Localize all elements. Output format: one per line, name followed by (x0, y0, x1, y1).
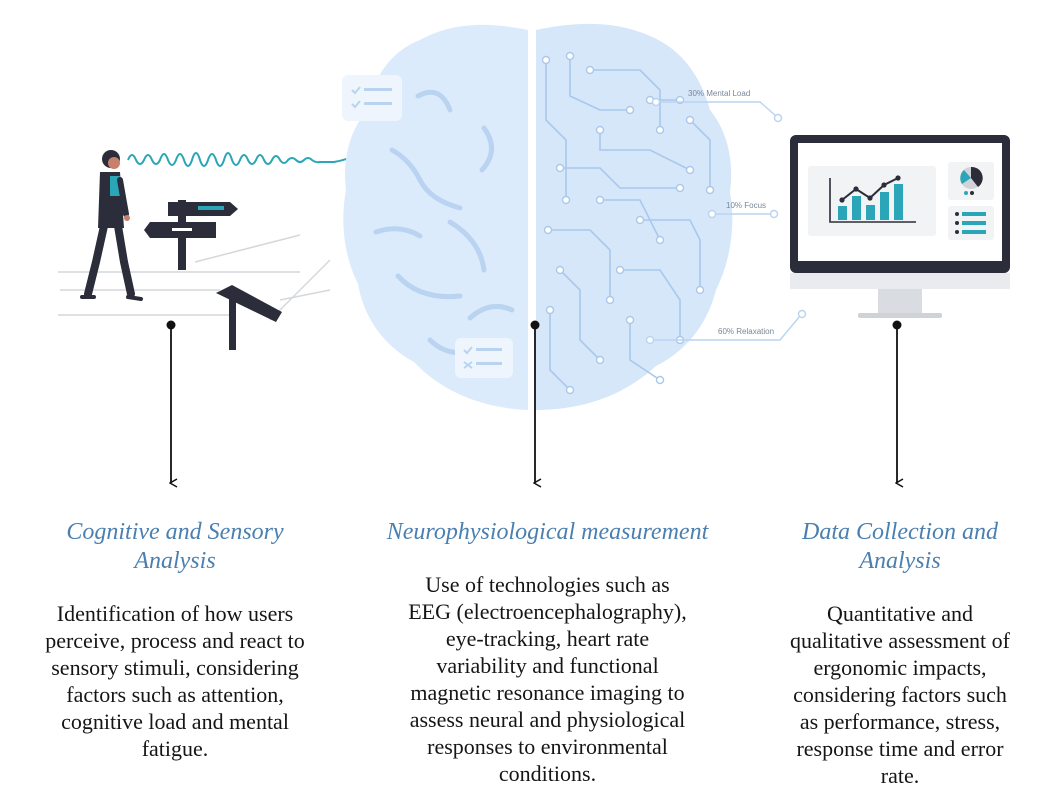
measurement-callouts: 30% Mental Load 10% Focus 60% Relaxation (645, 89, 807, 345)
connector-left (166, 320, 176, 484)
column-description: Quantitative and qualitative assessment … (790, 601, 1010, 788)
signpost-icon-small (216, 285, 282, 350)
pie-chart-icon (960, 166, 983, 195)
column-description: Identification of how users perceive, pr… (45, 601, 305, 761)
column-cognitive-sensory: Cognitive and Sensory Analysis Identific… (10, 518, 340, 762)
column-neurophysiological: Neurophysiological measurement Use of te… (365, 518, 730, 787)
signpost-icon (144, 200, 238, 270)
bar-chart-icon (829, 175, 916, 223)
list-icon (955, 212, 986, 234)
column-data-collection: Data Collection and Analysis Quantitativ… (755, 518, 1037, 789)
person-illustration (58, 150, 331, 321)
column-title: Cognitive and Sensory Analysis (66, 519, 284, 574)
checklist-icon (342, 75, 402, 121)
brain-left-hemisphere (343, 24, 528, 410)
connector-center (530, 320, 540, 484)
brainwave-line (127, 152, 361, 167)
label-focus: 10% Focus (726, 201, 766, 210)
label-relaxation: 60% Relaxation (718, 327, 774, 336)
connector-right (892, 320, 902, 484)
monitor-illustration (790, 135, 1010, 318)
brain-right-hemisphere (536, 23, 733, 410)
column-description: Use of technologies such as EEG (electro… (408, 572, 687, 786)
column-title: Data Collection and Analysis (802, 519, 998, 574)
brain-illustration (342, 23, 733, 410)
checklist-icon-bottom (455, 338, 513, 378)
column-title: Neurophysiological measurement (386, 519, 709, 545)
label-mental-load: 30% Mental Load (688, 89, 750, 98)
